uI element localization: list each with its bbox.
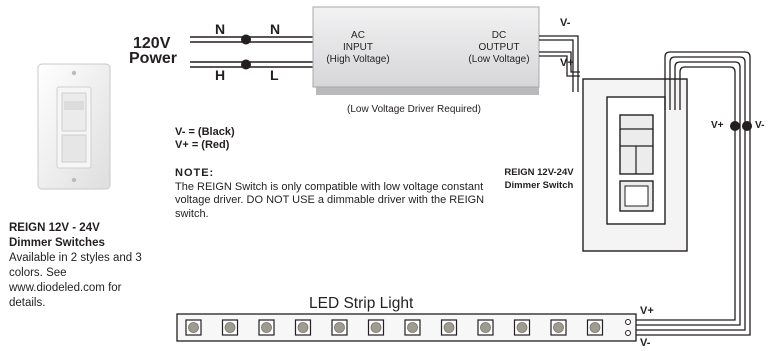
product-caption: REIGN 12V - 24V Dimmer Switches Availabl…: [9, 221, 159, 311]
driver-pos-terminal: V+: [560, 57, 574, 69]
led-chip-lens: [589, 322, 601, 333]
junction-pos-label: V+: [711, 120, 724, 131]
led-chip-lens: [443, 322, 455, 333]
strip-neg-terminal: V-: [640, 337, 651, 349]
dimmer-switch-photo: [37, 63, 111, 190]
compatibility-note: NOTE: The REIGN Switch is only compatibl…: [175, 167, 495, 221]
line-out-label: L: [270, 67, 279, 83]
note-title: NOTE:: [175, 167, 215, 179]
legend-negative: V- = (Black): [175, 126, 235, 138]
led-driver: [312, 6, 540, 95]
led-chips: [185, 319, 604, 336]
input-wires: [190, 36, 316, 68]
led-chip-lens: [480, 322, 491, 333]
led-chip-lens: [407, 322, 418, 333]
driver-input-text: AC INPUT (High Voltage): [318, 30, 398, 66]
driver-output-line2: OUTPUT: [478, 42, 520, 53]
neutral-out-label: N: [270, 21, 281, 37]
wire-color-legend: V- = (Black) V+ = (Red): [175, 126, 235, 152]
neutral-splice-dot: [241, 34, 251, 45]
driver-output-line1: DC: [491, 30, 507, 41]
led-chip-lens: [297, 322, 309, 333]
power-voltage-label: 120V: [133, 35, 171, 52]
led-chip-lens: [553, 322, 564, 333]
driver-input-line1: AC: [351, 30, 365, 41]
driver-output-text: DC OUTPUT (Low Voltage): [459, 30, 539, 66]
led-chip-lens: [516, 322, 528, 333]
led-chip-lens: [334, 322, 345, 333]
driver-output-wires: [539, 35, 580, 92]
led-chip-lens: [188, 322, 199, 333]
junction-neg-dot: [742, 121, 752, 131]
led-strip: [176, 313, 637, 342]
driver-neg-terminal: V-: [560, 17, 571, 29]
driver-requirement-note: (Low Voltage Driver Required): [347, 104, 481, 115]
caption-title-line1: REIGN 12V - 24V: [9, 222, 100, 234]
led-chip-lens: [224, 322, 236, 333]
driver-input-line2: INPUT: [343, 42, 373, 53]
driver-input-line3: (High Voltage): [326, 54, 390, 65]
hot-splice-dot: [241, 59, 251, 70]
led-chip-lens: [370, 322, 382, 333]
power-label: Power: [129, 50, 178, 67]
caption-title-line2: Dimmer Switches: [9, 237, 105, 249]
driver-output-line3: (Low Voltage): [468, 54, 530, 65]
dimmer-label: REIGN 12V-24V Dimmer Switch: [497, 166, 581, 192]
strip-pos-terminal: V+: [640, 305, 654, 317]
note-body: The REIGN Switch is only compatible with…: [175, 180, 485, 220]
hot-in-label: H: [215, 67, 226, 83]
dimmer-label-line1: REIGN 12V-24V: [504, 167, 574, 178]
caption-body: Available in 2 styles and 3 colors. See …: [9, 252, 142, 309]
reign-dimmer-switch: [582, 78, 688, 252]
legend-positive: V+ = (Red): [175, 139, 230, 151]
strip-feed-wires: [636, 51, 751, 336]
dimmer-label-line2: Dimmer Switch: [504, 180, 574, 191]
neutral-in-label: N: [215, 21, 226, 37]
strip-title: LED Strip Light: [309, 295, 414, 312]
junction-pos-dot: [730, 121, 740, 131]
led-chip-lens: [261, 322, 272, 333]
junction-neg-label: V-: [755, 120, 765, 131]
